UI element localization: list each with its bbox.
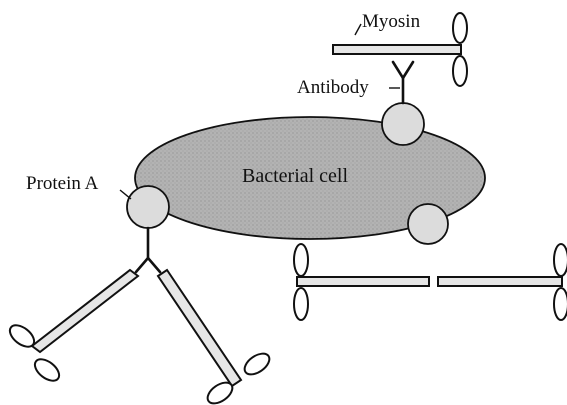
myosin-rod-free-right (438, 244, 567, 320)
antibody-top (393, 62, 413, 103)
bacterial-cell-label: Bacterial cell (242, 165, 348, 187)
myosin-label: Myosin (362, 11, 421, 32)
myosin-rod-lower-left (6, 270, 138, 385)
antibody-label: Antibody (297, 77, 369, 98)
protein-a-top (382, 103, 424, 145)
antibody-left (136, 228, 160, 272)
protein-a-right (408, 204, 448, 244)
protein-a-leader (120, 190, 131, 199)
protein-a-label: Protein A (26, 173, 99, 194)
myosin-rod-free-left (294, 244, 429, 320)
myosin-leader (355, 24, 361, 35)
myosin-rod-lower-right (158, 270, 273, 405)
protein-a-left (127, 186, 169, 228)
